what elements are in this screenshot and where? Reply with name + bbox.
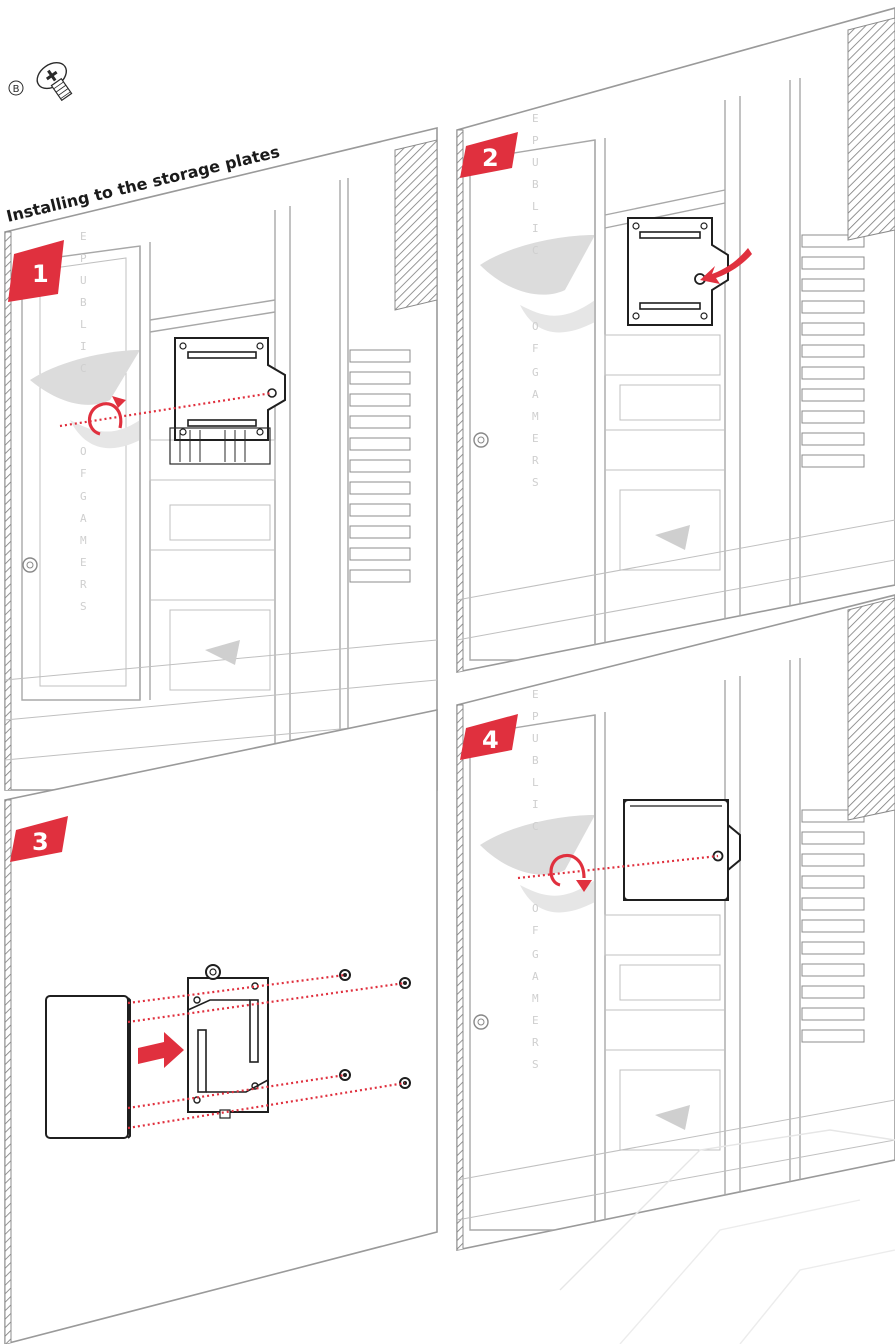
svg-text:3: 3 [32,828,49,856]
panel-frame [5,128,437,790]
step-2-panel: E P U B L I C O F G A M E R S [457,8,895,690]
svg-text:O: O [532,320,539,333]
svg-text:G: G [80,490,87,503]
svg-text:R: R [532,1036,539,1049]
step-3-panel: 3 [5,710,437,1344]
svg-text:I: I [532,222,539,235]
step-1-panel: E P U B L I C O F G A M E R S [5,128,437,792]
svg-text:F: F [80,467,87,480]
svg-text:2: 2 [482,144,499,172]
screw-label: B [13,84,20,95]
svg-text:M: M [532,992,539,1005]
svg-text:L: L [80,318,87,331]
svg-text:G: G [532,948,539,961]
screw-icon [32,57,79,106]
svg-text:S: S [532,1058,539,1071]
svg-text:E: E [80,230,87,243]
svg-text:M: M [80,534,87,547]
screw-callout: B [9,57,80,106]
svg-text:U: U [532,732,539,745]
svg-text:P: P [80,252,87,265]
side-vent [457,705,463,1250]
storage-plate [188,965,268,1118]
svg-text:M: M [532,410,539,423]
svg-text:4: 4 [482,726,499,754]
svg-text:I: I [532,798,539,811]
svg-text:R: R [80,578,87,591]
svg-text:C: C [80,362,87,375]
svg-text:C: C [532,244,539,257]
svg-text:U: U [80,274,87,287]
svg-text:L: L [532,776,539,789]
svg-text:E: E [532,112,539,125]
top-vent [848,18,895,240]
svg-text:P: P [532,710,539,723]
svg-text:G: G [532,366,539,379]
svg-text:A: A [532,970,539,983]
svg-text:R: R [532,454,539,467]
side-vent [5,800,11,1344]
svg-text:I: I [80,340,87,353]
top-vent [848,598,895,820]
svg-text:E: E [532,1014,539,1027]
svg-text:U: U [532,156,539,169]
svg-text:O: O [532,902,539,915]
svg-text:S: S [80,600,87,613]
step-4-panel: E P U B L I C O F G A M E R S [457,595,895,1250]
svg-text:1: 1 [32,260,49,288]
svg-text:S: S [532,476,539,489]
hard-drive [46,996,130,1138]
storage-plate [628,218,728,325]
svg-text:B: B [532,754,539,767]
svg-text:A: A [80,512,87,525]
svg-text:L: L [532,200,539,213]
svg-text:F: F [532,924,539,937]
svg-text:O: O [80,445,87,458]
svg-text:A: A [532,388,539,401]
side-vent [457,130,463,690]
svg-text:F: F [532,342,539,355]
svg-text:E: E [532,432,539,445]
svg-text:B: B [80,296,87,309]
installed-drive [624,800,740,900]
svg-text:E: E [80,556,87,569]
top-vent [395,140,437,310]
svg-text:P: P [532,134,539,147]
svg-text:C: C [532,820,539,833]
svg-text:E: E [532,688,539,701]
side-vent [5,232,11,792]
svg-text:B: B [532,178,539,191]
